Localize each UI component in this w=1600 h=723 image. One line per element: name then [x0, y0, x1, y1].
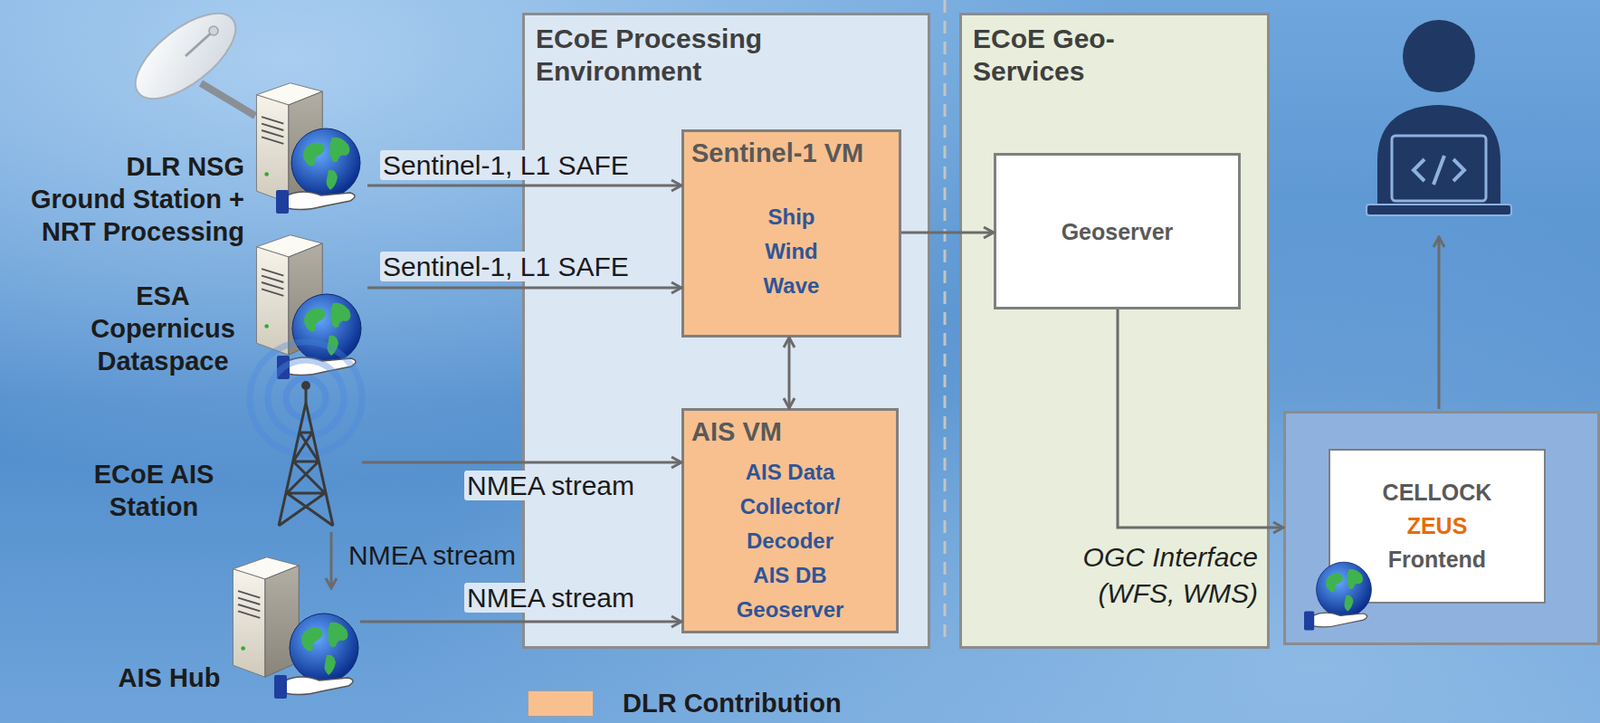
source-label: ESA Copernicus Dataspace [72, 279, 254, 378]
frontend-box: CELLOCKZEUSFrontend [1283, 410, 1600, 646]
legend-text: DLR Contribution [622, 687, 842, 719]
edge-label: Sentinel-1, L1 SAFE [380, 251, 632, 282]
dish-feed [185, 30, 214, 57]
station-label: ECoE AIS Station [76, 457, 231, 524]
tower-tip [301, 380, 311, 391]
divider-line [943, 0, 947, 639]
tower-lattice [278, 402, 334, 526]
connector [788, 337, 791, 409]
ais-station: ECoE AIS Station [7, 447, 362, 533]
globe-icon [1304, 559, 1377, 632]
connector [361, 461, 682, 465]
connector [367, 286, 682, 290]
data-source: ESA Copernicus Dataspace [7, 271, 368, 385]
radio-ring [285, 378, 326, 419]
server-icon [232, 557, 299, 678]
connector [330, 532, 334, 589]
laptop-base [1366, 204, 1512, 216]
user-body [1377, 104, 1501, 207]
box-title: ECoE Geo-Services [972, 22, 1191, 88]
vm-body: Ship Wind Wave [746, 200, 838, 304]
radio-ring [267, 360, 344, 437]
box-title: ECoE Processing Environment [535, 22, 917, 88]
vm-title: AIS VM [691, 416, 782, 448]
connector [360, 620, 682, 624]
geoserver-box: Geoserver [993, 152, 1241, 310]
service-label: Geoserver [1061, 217, 1174, 247]
frontend-label: ZEUS [1407, 509, 1468, 543]
edge-label: Sentinel-1, L1 SAFE [380, 150, 632, 181]
vm-body: AIS Data Collector/ Decoder AIS DB Geose… [733, 455, 848, 628]
user-arrow [1438, 237, 1441, 410]
connector [1117, 309, 1284, 528]
dish-bowl [122, 0, 250, 115]
vm-box: AIS VM AIS Data Collector/ Decoder AIS DB… [681, 408, 899, 634]
hub-label: AIS Hub [118, 661, 221, 695]
connector [901, 231, 994, 235]
edge-label: NMEA stream [464, 582, 638, 613]
code-symbol [1413, 155, 1465, 185]
globe-icon [1304, 561, 1372, 630]
globe-icon [274, 613, 359, 699]
user-icon [1366, 19, 1512, 216]
frontend-label: Frontend [1388, 542, 1486, 577]
station-label: DLR NSG Ground Station + NRT Processing [28, 150, 245, 248]
vm-title: Sentinel-1 VM [691, 137, 864, 170]
laptop-screen [1391, 135, 1486, 201]
radio-tower [249, 342, 362, 526]
globe-icon [276, 128, 361, 214]
dish-feed-head [209, 26, 219, 36]
edge-label: NMEA stream [345, 540, 519, 571]
satellite-dish [122, 0, 256, 116]
radio-ring [249, 342, 362, 455]
ais-hub: AIS Hub [7, 588, 361, 702]
legend-swatch [527, 690, 594, 717]
vm-box: Sentinel-1 VM Ship Wind Wave [681, 129, 902, 338]
legend-row: DLR Contribution [527, 687, 842, 719]
environment-box: ECoE Processing EnvironmentSentinel-1 VM… [522, 12, 931, 649]
connector [367, 184, 682, 188]
legend: DLR Contribution [527, 687, 842, 719]
frontend-label: CELLOCK [1382, 476, 1493, 510]
edge-label: NMEA stream [464, 470, 638, 501]
user-head [1402, 19, 1476, 93]
dish-mount [200, 83, 256, 116]
ground-station: DLR NSG Ground Station + NRT Processing [7, 144, 368, 254]
edge-label: OGC Interface (WFS, WMS) [1040, 539, 1258, 612]
